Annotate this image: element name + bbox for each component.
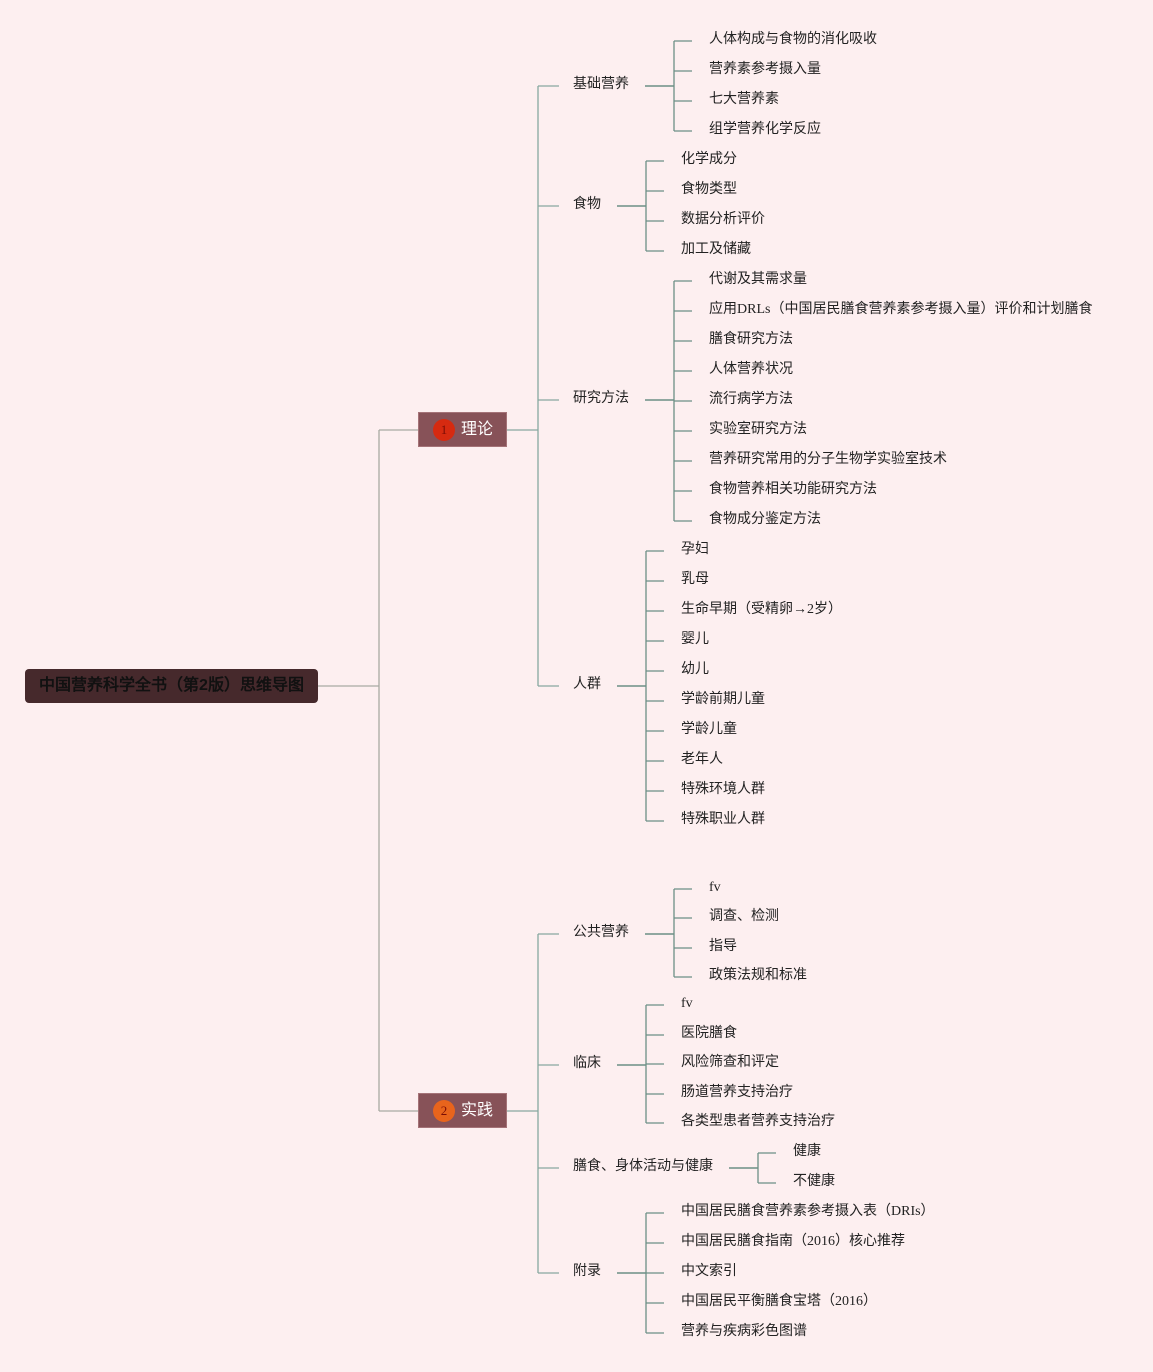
leaf-item[interactable]: 老年人 — [681, 752, 723, 767]
leaf-item[interactable]: fv — [709, 880, 721, 895]
leaf-item[interactable]: 中国居民膳食营养素参考摄入表（DRIs） — [681, 1204, 935, 1219]
topic-basic-nutrition[interactable]: 基础营养 — [573, 77, 629, 92]
leaf-item[interactable]: 组学营养化学反应 — [709, 122, 821, 137]
leaf-item[interactable]: 七大营养素 — [709, 92, 779, 107]
branch-label: 理论 — [461, 420, 494, 438]
leaf-item[interactable]: 人体营养状况 — [709, 362, 793, 377]
leaf-item[interactable]: 各类型患者营养支持治疗 — [681, 1114, 835, 1129]
leaf-item[interactable]: 食物营养相关功能研究方法 — [709, 482, 877, 497]
leaf-item[interactable]: 加工及储藏 — [681, 242, 751, 257]
leaf-item[interactable]: 营养素参考摄入量 — [709, 62, 821, 77]
leaf-item[interactable]: 中文索引 — [681, 1264, 737, 1279]
leaf-item[interactable]: 数据分析评价 — [681, 212, 765, 227]
leaf-item[interactable]: 化学成分 — [681, 152, 737, 167]
leaf-item[interactable]: 乳母 — [681, 572, 709, 587]
branch-label: 实践 — [461, 1101, 494, 1119]
leaf-item[interactable]: 流行病学方法 — [709, 392, 793, 407]
topic-population[interactable]: 人群 — [573, 677, 601, 692]
leaf-item[interactable]: 食物成分鉴定方法 — [709, 512, 821, 527]
leaf-item[interactable]: 人体构成与食物的消化吸收 — [709, 32, 877, 47]
leaf-item[interactable]: fv — [681, 996, 693, 1011]
leaf-item[interactable]: 特殊环境人群 — [681, 782, 765, 797]
leaf-item[interactable]: 指导 — [709, 939, 737, 954]
leaf-item[interactable]: 生命早期（受精卵→2岁） — [681, 602, 842, 617]
topic-research-methods[interactable]: 研究方法 — [573, 391, 629, 406]
leaf-item[interactable]: 孕妇 — [681, 542, 709, 557]
leaf-item[interactable]: 风险筛查和评定 — [681, 1055, 779, 1070]
root-node[interactable]: 中国营养科学全书（第2版）思维导图 — [25, 669, 318, 703]
root-title: 中国营养科学全书（第2版）思维导图 — [39, 677, 304, 694]
leaf-item[interactable]: 政策法规和标准 — [709, 968, 807, 983]
leaf-item[interactable]: 学龄儿童 — [681, 722, 737, 737]
branch-node-practice[interactable]: 2 实践 — [418, 1093, 507, 1128]
leaf-item[interactable]: 食物类型 — [681, 182, 737, 197]
leaf-item[interactable]: 调查、检测 — [709, 909, 779, 924]
leaf-item[interactable]: 不健康 — [793, 1174, 835, 1189]
leaf-item[interactable]: 代谢及其需求量 — [709, 272, 807, 287]
leaf-item[interactable]: 中国居民膳食指南（2016）核心推荐 — [681, 1234, 905, 1249]
topic-food[interactable]: 食物 — [573, 197, 601, 212]
leaf-item[interactable]: 实验室研究方法 — [709, 422, 807, 437]
leaf-item[interactable]: 健康 — [793, 1144, 821, 1159]
leaf-item[interactable]: 医院膳食 — [681, 1026, 737, 1041]
topic-public-nutrition[interactable]: 公共营养 — [573, 925, 629, 940]
topic-clinical[interactable]: 临床 — [573, 1056, 601, 1071]
leaf-item[interactable]: 应用DRLs（中国居民膳食营养素参考摄入量）评价和计划膳食 — [709, 302, 1093, 317]
topic-diet-activity-health[interactable]: 膳食、身体活动与健康 — [573, 1159, 713, 1174]
leaf-item[interactable]: 特殊职业人群 — [681, 812, 765, 827]
leaf-item[interactable]: 学龄前期儿童 — [681, 692, 765, 707]
leaf-item[interactable]: 膳食研究方法 — [709, 332, 793, 347]
leaf-item[interactable]: 营养研究常用的分子生物学实验室技术 — [709, 452, 947, 467]
number-badge-icon: 1 — [433, 418, 455, 441]
topic-appendix[interactable]: 附录 — [573, 1264, 601, 1279]
leaf-item[interactable]: 营养与疾病彩色图谱 — [681, 1324, 807, 1339]
leaf-item[interactable]: 婴儿 — [681, 632, 709, 647]
number-badge-icon: 2 — [433, 1099, 455, 1122]
leaf-item[interactable]: 中国居民平衡膳食宝塔（2016） — [681, 1294, 877, 1309]
branch-node-theory[interactable]: 1 理论 — [418, 412, 507, 447]
leaf-item[interactable]: 肠道营养支持治疗 — [681, 1085, 793, 1100]
leaf-item[interactable]: 幼儿 — [681, 662, 709, 677]
